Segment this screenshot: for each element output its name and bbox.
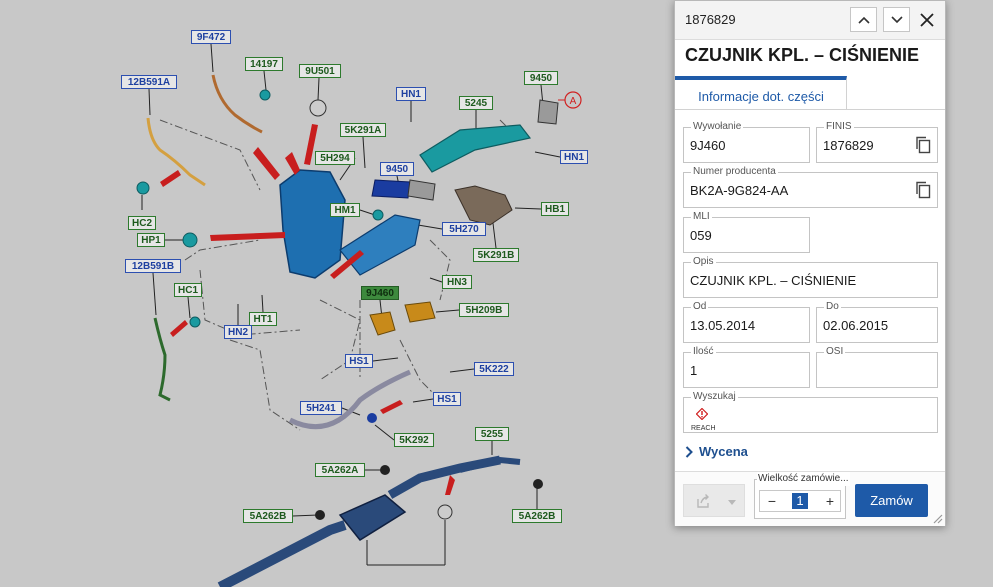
tab-bar: Informacje dot. części	[675, 76, 945, 110]
callout-label-hn2[interactable]: HN2	[224, 325, 252, 339]
callout-label-hb1[interactable]: HB1	[541, 202, 569, 216]
chevron-up-icon	[857, 16, 870, 24]
panel-header: 1876829	[675, 1, 945, 40]
callout-label-5255[interactable]: 5255	[475, 427, 509, 441]
field-value: 13.05.2014	[690, 318, 756, 333]
do-field[interactable]: Do 02.06.2015	[816, 301, 938, 343]
callout-label-5a262a[interactable]: 5A262A	[315, 463, 365, 477]
callout-label-5k291b[interactable]: 5K291B	[473, 248, 519, 262]
tab-label: Informacje dot. części	[698, 89, 824, 104]
callout-label-hm1[interactable]: HM1	[330, 203, 360, 217]
order-quantity-box: Wielkość zamówie... − 1 +	[754, 472, 850, 519]
order-footer: Wielkość zamówie... − 1 + Zamów	[675, 471, 945, 526]
callout-label-5h270[interactable]: 5H270	[442, 222, 486, 236]
callout-label-5k291a[interactable]: 5K291A	[340, 123, 386, 137]
mli-field[interactable]: MLI 059	[683, 211, 810, 253]
marker-letter: A	[570, 96, 577, 107]
field-value: 02.06.2015	[823, 318, 889, 333]
chevron-right-icon	[685, 445, 693, 458]
callout-label-hs1[interactable]: HS1	[345, 354, 373, 368]
opis-field[interactable]: Opis CZUJNIK KPL. – CIŚNIENIE	[683, 256, 938, 298]
field-value: 1	[690, 363, 698, 378]
increment-button[interactable]: +	[825, 493, 835, 509]
callout-label-hc1[interactable]: HC1	[174, 283, 202, 297]
callout-label-5k222[interactable]: 5K222	[474, 362, 514, 376]
tab-part-information[interactable]: Informacje dot. części	[675, 76, 847, 109]
callout-label-hn1[interactable]: HN1	[396, 87, 426, 101]
callout-label-5h241[interactable]: 5H241	[300, 401, 342, 415]
field-label: Wyszukaj	[691, 391, 738, 403]
callout-label-5k292[interactable]: 5K292	[394, 433, 434, 447]
field-value: BK2A-9G824-AA	[690, 183, 789, 198]
field-label: Od	[691, 301, 709, 313]
callout-label-14197[interactable]: 14197	[245, 57, 283, 71]
osi-field[interactable]: OSI	[816, 346, 938, 388]
field-label: Do	[824, 301, 841, 313]
field-value: 9J460	[690, 138, 726, 153]
callout-label-5h209b[interactable]: 5H209B	[459, 303, 509, 317]
wycena-toggle[interactable]: Wycena	[685, 444, 748, 459]
field-label: OSI	[824, 346, 846, 358]
close-button[interactable]	[915, 8, 939, 32]
callout-label-hs1[interactable]: HS1	[433, 392, 461, 406]
callout-label-5h294[interactable]: 5H294	[315, 151, 355, 165]
resize-grip-icon[interactable]	[931, 512, 943, 524]
field-value: CZUJNIK KPL. – CIŚNIENIE	[690, 273, 857, 288]
caret-down-icon	[728, 500, 736, 505]
callout-label-9f472[interactable]: 9F472	[191, 30, 231, 44]
callout-label-5a262b[interactable]: 5A262B	[243, 509, 293, 523]
red-arrows	[160, 124, 455, 495]
exhaust-parts	[136, 74, 559, 587]
field-value: 1876829	[823, 138, 874, 153]
decrement-button[interactable]: −	[767, 493, 777, 509]
callout-label-hn3[interactable]: HN3	[442, 275, 472, 289]
callout-label-hc2[interactable]: HC2	[128, 216, 156, 230]
order-quantity-label: Wielkość zamówie...	[757, 472, 850, 486]
quantity-stepper[interactable]: − 1 +	[759, 490, 841, 512]
reach-badge-text: REACH	[691, 425, 716, 432]
close-icon	[920, 13, 934, 27]
callout-label-12b591a[interactable]: 12B591A	[121, 75, 177, 89]
callout-label-5245[interactable]: 5245	[459, 96, 493, 110]
leader-lines	[141, 43, 561, 566]
producer-number-field[interactable]: Numer producenta BK2A-9G824-AA	[683, 166, 938, 208]
field-label: Numer producenta	[691, 166, 778, 178]
field-label: FINIS	[824, 121, 854, 133]
order-button[interactable]: Zamów	[855, 484, 928, 517]
chevron-down-icon	[890, 15, 903, 23]
share-icon	[697, 494, 709, 508]
callout-label-5a262b[interactable]: 5A262B	[512, 509, 562, 523]
field-value: 059	[690, 228, 712, 243]
od-field[interactable]: Od 13.05.2014	[683, 301, 810, 343]
callout-label-9450[interactable]: 9450	[524, 71, 558, 85]
callout-label-12b591b[interactable]: 12B591B	[125, 259, 181, 273]
field-label: Ilość	[691, 346, 716, 358]
field-label: Opis	[691, 256, 716, 268]
reference-marker-a: A	[558, 91, 582, 109]
callout-label-ht1[interactable]: HT1	[249, 312, 277, 326]
copy-icon[interactable]	[915, 136, 931, 154]
next-button[interactable]	[883, 7, 910, 32]
wyszukaj-field: Wyszukaj REACH	[683, 391, 938, 433]
wycena-label: Wycena	[699, 444, 748, 459]
ilosc-field[interactable]: Ilość 1	[683, 346, 810, 388]
copy-icon[interactable]	[915, 181, 931, 199]
part-title: CZUJNIK KPL. – CIŚNIENIE	[685, 45, 920, 65]
field-label: MLI	[691, 211, 712, 223]
part-info-panel: 1876829 CZUJNIK KPL. – CIŚNIENIE Informa…	[674, 0, 946, 526]
wywolanie-field[interactable]: Wywołanie 9J460	[683, 121, 810, 163]
callout-label-9j460[interactable]: 9J460	[361, 286, 399, 300]
callout-label-9450[interactable]: 9450	[380, 162, 414, 176]
callout-label-9u501[interactable]: 9U501	[299, 64, 341, 78]
panel-part-id: 1876829	[685, 12, 736, 27]
reach-badge[interactable]: REACH	[691, 407, 716, 433]
reach-warning-icon	[695, 407, 709, 421]
share-dropdown[interactable]	[683, 484, 745, 517]
finis-field[interactable]: FINIS 1876829	[816, 121, 938, 163]
previous-button[interactable]	[850, 7, 877, 32]
callout-label-hp1[interactable]: HP1	[137, 233, 165, 247]
callout-label-hn1[interactable]: HN1	[560, 150, 588, 164]
field-label: Wywołanie	[691, 121, 744, 133]
quantity-value[interactable]: 1	[792, 493, 808, 509]
